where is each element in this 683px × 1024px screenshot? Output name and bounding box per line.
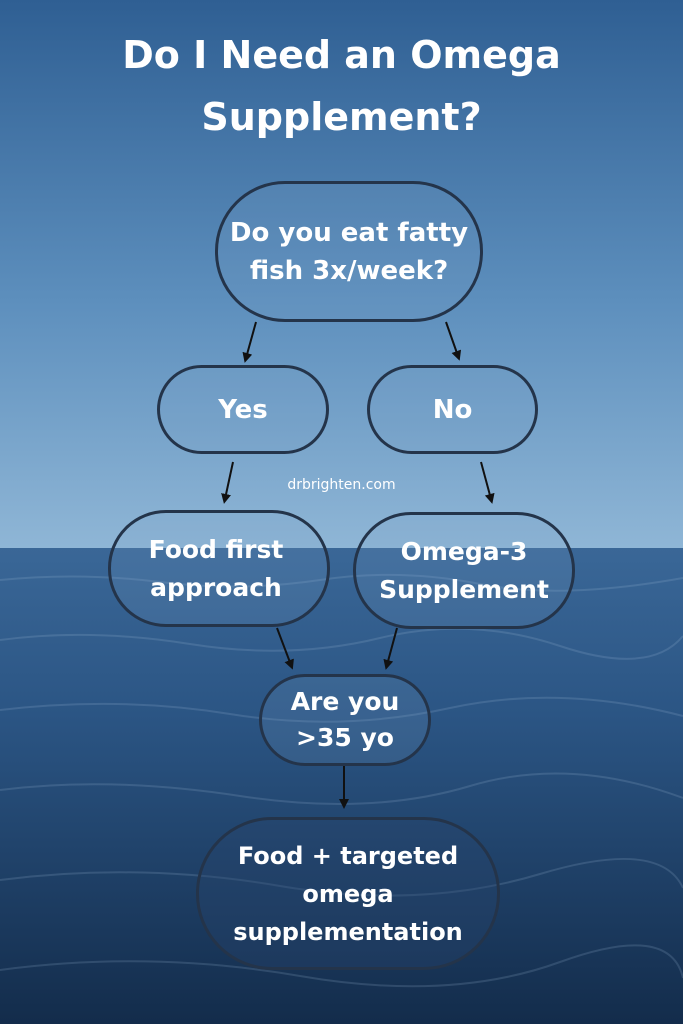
node-food-first: Food first approach [108, 510, 330, 627]
node-fatty-fish-question: Do you eat fatty fish 3x/week? [215, 181, 483, 322]
node-omega3-supplement: Omega-3 Supplement [353, 512, 575, 629]
node-yes: Yes [157, 365, 329, 454]
page-title: Do I Need an Omega Supplement? [0, 36, 683, 136]
title-line-2: Supplement? [201, 95, 482, 139]
node-line: approach [150, 572, 282, 602]
node-label: Yes [218, 394, 268, 425]
node-line: Supplement [379, 574, 549, 604]
node-line: fish 3x/week? [249, 255, 449, 286]
node-no: No [367, 365, 538, 454]
arrow-down-icon [276, 627, 294, 670]
node-line: Omega-3 [400, 536, 528, 566]
arrow-down-icon [445, 321, 462, 361]
node-label: No [432, 394, 473, 425]
node-age-question: Are you >35 yo [259, 674, 431, 766]
arrow-down-icon [242, 321, 257, 363]
node-line: Do you eat fatty [229, 217, 469, 248]
node-line: >35 yo [296, 723, 394, 752]
node-line: supplementation [233, 917, 463, 946]
arrow-down-icon [383, 627, 398, 670]
title-line-1: Do I Need an Omega [122, 33, 561, 77]
node-line: Food first [148, 534, 284, 564]
node-line: omega [302, 879, 394, 908]
watermark: drbrighten.com [287, 477, 396, 493]
arrow-down-icon [221, 461, 234, 504]
node-line: Food + targeted [237, 841, 459, 870]
arrow-down-icon [480, 461, 495, 504]
node-final-recommendation: Food + targeted omega supplementation [196, 817, 500, 970]
node-line: Are you [290, 687, 400, 716]
